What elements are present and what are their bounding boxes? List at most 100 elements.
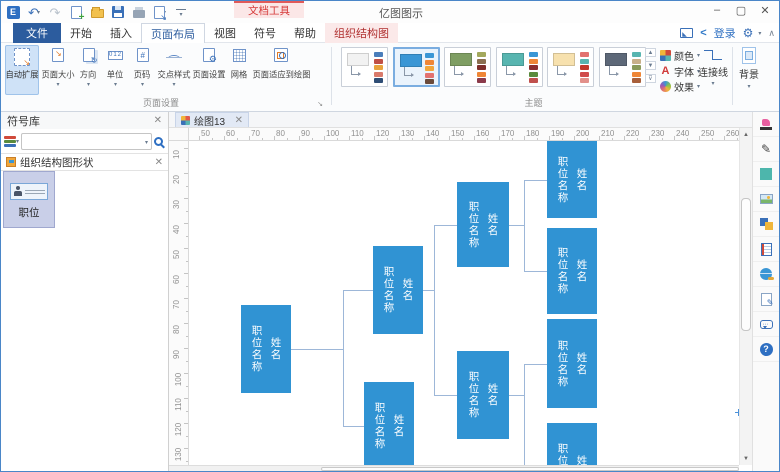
- org-node[interactable]: 职位名称姓名: [364, 382, 414, 465]
- vertical-scroll-thumb[interactable]: [741, 198, 751, 331]
- h-ruler-midtick: [436, 138, 438, 140]
- search-icon[interactable]: [154, 136, 163, 146]
- 网格-button[interactable]: 网格: [226, 45, 253, 88]
- library-caret-icon[interactable]: ▾: [16, 138, 20, 145]
- org-node[interactable]: 职位名称姓名: [547, 141, 597, 218]
- 方向-button[interactable]: 方向▾: [75, 45, 102, 88]
- theme-tile-2[interactable]: [392, 47, 440, 87]
- collapse-ribbon-icon[interactable]: ∧: [768, 27, 775, 38]
- h-ruler-midtick: [261, 138, 263, 140]
- customize-toolbar-icon[interactable]: ▾: [173, 4, 189, 20]
- org-node[interactable]: 职位名称姓名: [457, 182, 509, 267]
- pen-icon[interactable]: ✎: [753, 137, 779, 162]
- h-ruler-tick: [499, 136, 500, 140]
- tab-插入[interactable]: 插入: [110, 28, 132, 40]
- horizontal-scrollbar[interactable]: [169, 465, 739, 471]
- document-tab[interactable]: 绘图13 ✕: [175, 112, 249, 128]
- print-icon[interactable]: [131, 4, 147, 20]
- tab-文件[interactable]: 文件: [13, 23, 61, 43]
- drawing-canvas[interactable]: 职位名称姓名职位名称姓名职位名称姓名职位名称姓名职位名称姓名职位名称姓名职位名称…: [189, 141, 739, 465]
- export-image-icon[interactable]: [680, 28, 694, 38]
- edraw-logo-icon[interactable]: E: [5, 4, 21, 20]
- document-tab-close-icon[interactable]: ✕: [234, 114, 243, 126]
- 颜色-button[interactable]: 颜色▾: [660, 48, 700, 63]
- clipart-icon[interactable]: [753, 112, 779, 137]
- export-icon[interactable]: ▾: [152, 4, 168, 22]
- symbol-search-input[interactable]: ▾: [21, 132, 152, 150]
- page-setup-dialog-launcher[interactable]: ↘: [317, 101, 323, 108]
- v-ruler-label: 110: [173, 398, 183, 411]
- tab-页面布局[interactable]: 页面布局: [141, 23, 205, 43]
- redo-icon[interactable]: ↷: [49, 4, 61, 20]
- h-ruler-label: 180: [526, 129, 540, 138]
- symbol-item-position[interactable]: 职位: [3, 171, 55, 228]
- 效果-button[interactable]: 效果▾: [660, 79, 700, 94]
- undo-icon[interactable]: ↶▾: [28, 4, 40, 20]
- vertical-scrollbar[interactable]: ▲ ▼: [739, 128, 752, 465]
- memo-icon[interactable]: [753, 287, 779, 312]
- help-icon[interactable]: ?: [753, 337, 779, 362]
- 页面适应到绘图-button[interactable]: 页面适应到绘图: [252, 45, 310, 88]
- note-icon[interactable]: [753, 237, 779, 262]
- scroll-up-icon[interactable]: ▲: [740, 128, 752, 141]
- 页码-button[interactable]: 页码▾: [129, 45, 156, 88]
- scroll-down-icon[interactable]: ▼: [740, 452, 752, 465]
- gallery-up-icon[interactable]: ▲: [645, 48, 656, 57]
- maximize-button[interactable]: ▢: [735, 4, 747, 17]
- theme-tile-1[interactable]: [341, 47, 388, 87]
- h-ruler-tick: [249, 136, 250, 140]
- symbol-panel-close-icon[interactable]: ✕: [153, 115, 162, 126]
- tab-组织结构图[interactable]: 组织结构图: [325, 23, 398, 43]
- shapes-section-close-icon[interactable]: ✕: [154, 156, 163, 168]
- hyperlink-icon[interactable]: [753, 262, 779, 287]
- org-node[interactable]: 职位名称姓名: [457, 351, 509, 439]
- 交点样式-button[interactable]: 交点样式▾: [156, 45, 192, 88]
- theme-tile-5[interactable]: [547, 47, 594, 87]
- background-pages-icon[interactable]: [753, 212, 779, 237]
- close-button[interactable]: ✕: [760, 4, 770, 17]
- picture-icon[interactable]: [753, 187, 779, 212]
- comment-icon[interactable]: ⋯: [753, 312, 779, 337]
- background-button[interactable]: 背景 ▾: [739, 47, 759, 90]
- h-ruler-label: 130: [401, 129, 415, 138]
- new-document-icon[interactable]: [68, 4, 85, 23]
- color-fill-icon[interactable]: [753, 162, 779, 187]
- gallery-more-icon[interactable]: ⊽: [645, 74, 656, 83]
- tab-符号[interactable]: 符号: [254, 28, 276, 40]
- theme-tile-3[interactable]: [444, 47, 491, 87]
- org-node[interactable]: 职位名称姓名: [547, 319, 597, 408]
- h-ruler-midtick: [236, 138, 238, 140]
- connector-button[interactable]: 连接线 ▾: [698, 47, 728, 87]
- open-folder-icon[interactable]: [89, 4, 105, 20]
- org-node[interactable]: 职位名称姓名: [241, 305, 291, 393]
- quick-access-toolbar: E ↶▾ ↷ ▾ ▾: [5, 3, 189, 23]
- gallery-down-icon[interactable]: ▼: [645, 61, 656, 70]
- tab-帮助[interactable]: 帮助: [294, 28, 316, 40]
- org-node[interactable]: 职位名称姓名: [373, 246, 423, 334]
- tab-开始[interactable]: 开始: [70, 28, 92, 40]
- horizontal-scroll-thumb[interactable]: [321, 467, 739, 471]
- theme-tile-4[interactable]: [495, 47, 543, 87]
- login-button[interactable]: 登录: [713, 28, 736, 40]
- auto-expand-button[interactable]: 自动扩展: [5, 45, 39, 95]
- share-icon[interactable]: <: [700, 27, 707, 39]
- v-ruler-tick: [184, 348, 188, 349]
- minimize-button[interactable]: –: [713, 4, 721, 16]
- save-icon[interactable]: [110, 4, 126, 20]
- 页面设置-button[interactable]: 页面设置: [192, 45, 226, 88]
- 页面大小-button[interactable]: 页面大小▾: [41, 45, 75, 88]
- unit-icon: 012: [108, 50, 123, 60]
- tab-视图[interactable]: 视图: [214, 28, 236, 40]
- org-node[interactable]: 职位名称姓名: [547, 228, 597, 314]
- theme-tile-6[interactable]: [598, 47, 646, 87]
- h-ruler-label: 230: [651, 129, 665, 138]
- gear-caret-icon[interactable]: ▾: [758, 30, 762, 37]
- search-caret-icon[interactable]: ▾: [144, 139, 148, 146]
- library-icon[interactable]: [4, 135, 16, 147]
- page-setup-group-label: 页面设置: [142, 98, 179, 108]
- gear-icon[interactable]: ⚙: [742, 26, 754, 40]
- v-ruler-tick: [184, 373, 188, 374]
